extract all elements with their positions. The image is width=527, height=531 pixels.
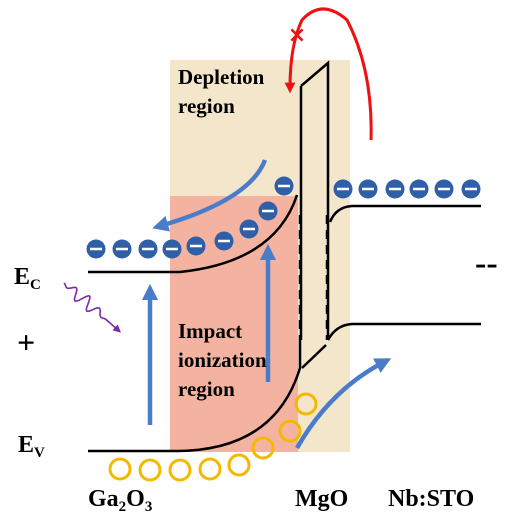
electron <box>214 231 234 251</box>
electron <box>333 179 353 199</box>
electron <box>86 239 106 259</box>
electron <box>186 236 206 256</box>
conduction-band-ga2o3 <box>88 194 299 274</box>
hole-tunneling-arrow <box>295 358 392 450</box>
electron <box>274 176 294 196</box>
hole <box>198 457 222 481</box>
electron <box>258 201 278 221</box>
conduction-band-nbsto <box>328 204 481 223</box>
hole <box>108 457 132 481</box>
plus-sign: + <box>17 324 35 360</box>
impact-label-line1: Impact <box>178 319 242 343</box>
depletion-label-line2: region <box>178 94 235 118</box>
ec-label: EC <box>14 264 41 293</box>
ev-label: EV <box>18 432 45 461</box>
holes <box>108 392 318 482</box>
valence-band-nbsto <box>326 322 481 341</box>
electron <box>434 179 454 199</box>
minus-signs: -- <box>475 245 498 282</box>
ga2o3-label: Ga2O3 <box>88 486 152 515</box>
hole <box>294 392 318 416</box>
electron <box>461 179 481 199</box>
electrons <box>86 176 481 259</box>
blocked-electron-arrow <box>284 7 373 141</box>
valence-band-ga2o3 <box>88 340 302 453</box>
hole <box>278 419 302 443</box>
hole <box>251 436 275 460</box>
mgo-label: MgO <box>295 486 348 512</box>
nbsto-label: Nb:STO <box>388 486 474 512</box>
electron <box>409 179 429 199</box>
electron-drift-arrow <box>152 159 268 232</box>
hole <box>168 458 192 482</box>
electron <box>239 219 259 239</box>
electron <box>162 239 182 259</box>
depletion-label-line1: Depletion <box>178 65 265 89</box>
blocked-mark: × <box>288 23 306 48</box>
photon-wave-icon <box>63 282 121 333</box>
hole <box>138 458 162 482</box>
valence-band-mgo <box>301 344 327 369</box>
electron <box>138 239 158 259</box>
electron <box>358 179 378 199</box>
electron <box>112 239 132 259</box>
electron <box>385 179 405 199</box>
hole <box>227 453 251 477</box>
impact-label-line3: region <box>178 377 235 401</box>
impact-label-line2: ionization <box>178 348 267 372</box>
